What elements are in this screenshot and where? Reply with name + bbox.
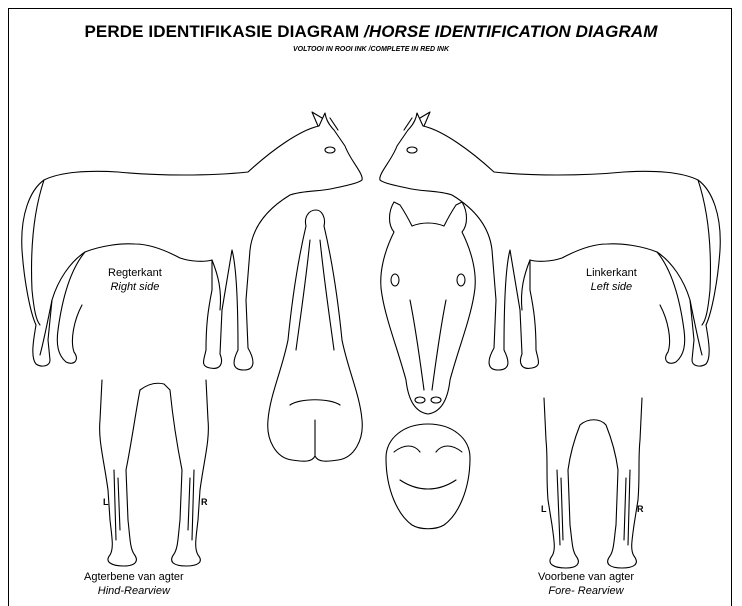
horse-right-side-outline — [22, 112, 362, 370]
fore-rearview-label: Voorbene van agter Fore- Rearview — [538, 570, 634, 598]
fore-legs-rear-view-outline — [544, 398, 642, 568]
muzzle-view-outline — [386, 424, 470, 529]
neck-top-view-outline — [268, 210, 363, 461]
left-side-label-en: Left side — [586, 280, 637, 294]
right-side-label-af: Regterkant — [108, 266, 162, 280]
fore-rearview-label-af: Voorbene van agter — [538, 570, 634, 584]
hind-rearview-label-en: Hind-Rearview — [84, 584, 184, 598]
right-side-label: Regterkant Right side — [108, 266, 162, 294]
fore-rearview-label-en: Fore- Rearview — [538, 584, 634, 598]
fore-right-marker: R — [637, 504, 644, 514]
hind-right-marker: R — [201, 497, 208, 507]
horse-left-side-outline — [380, 112, 720, 370]
head-front-view-outline — [381, 202, 476, 414]
hind-legs-rear-view-outline — [100, 380, 209, 566]
hind-rearview-label: Agterbene van agter Hind-Rearview — [84, 570, 184, 598]
right-side-label-en: Right side — [108, 280, 162, 294]
left-side-label: Linkerkant Left side — [586, 266, 637, 294]
left-side-label-af: Linkerkant — [586, 266, 637, 280]
hind-left-marker: L — [103, 497, 109, 507]
hind-rearview-label-af: Agterbene van agter — [84, 570, 184, 584]
fore-left-marker: L — [541, 504, 547, 514]
